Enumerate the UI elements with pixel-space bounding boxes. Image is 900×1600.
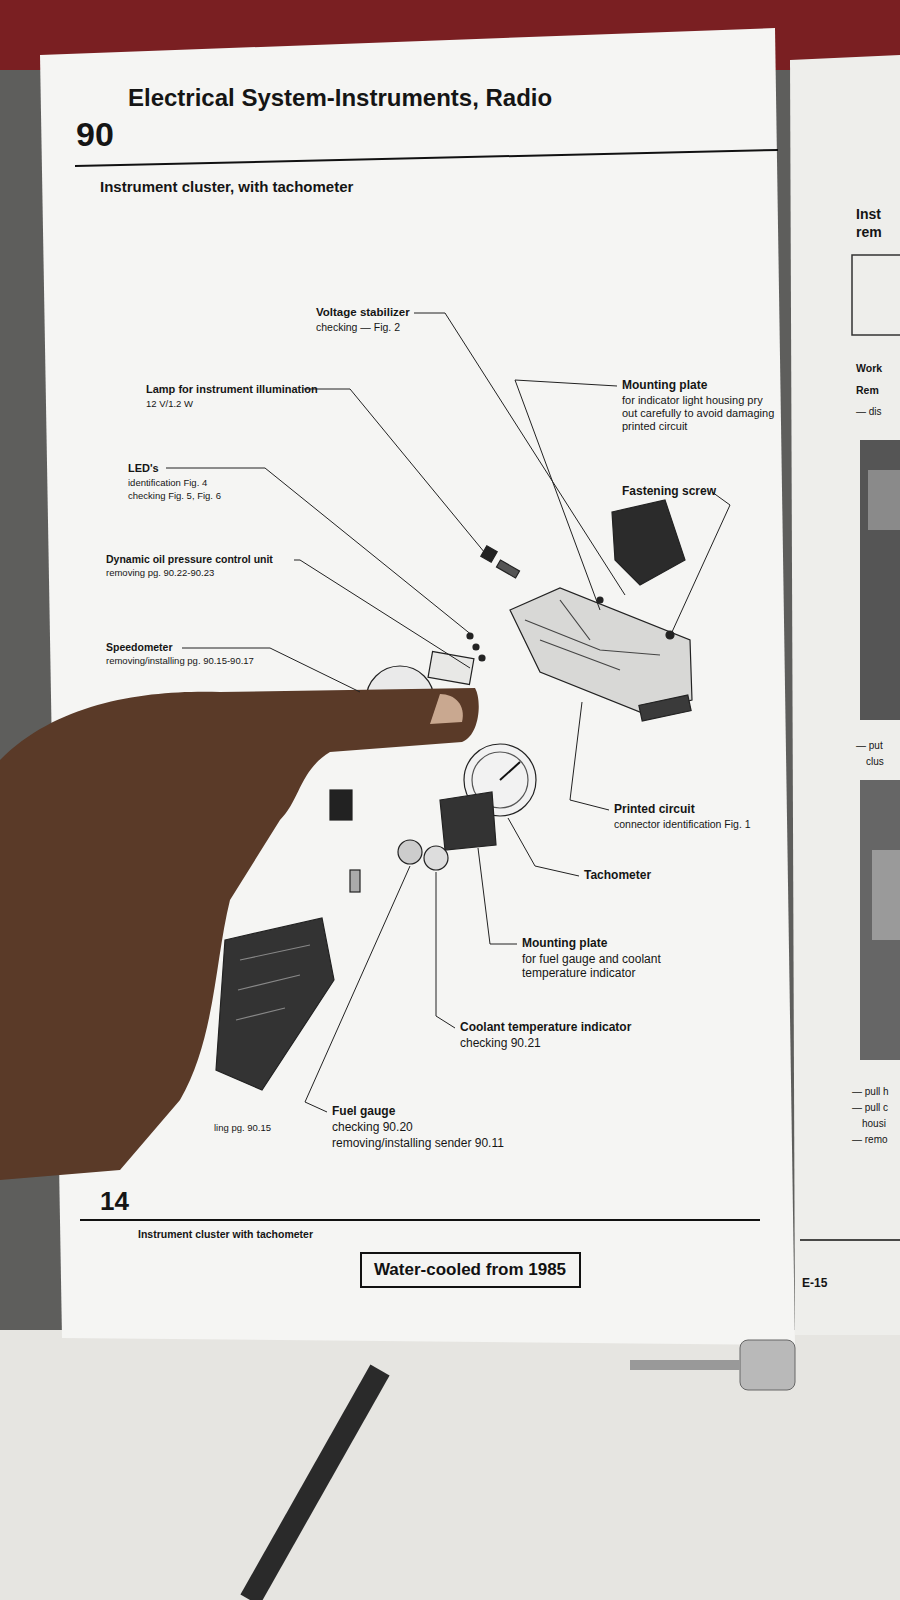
part-label: for fuel gauge and coolant temperature i…: [522, 952, 702, 981]
photo-detail: [868, 470, 900, 530]
photo-block: [860, 780, 900, 1060]
part-label: removing pg. 90.22-90.23: [106, 567, 214, 578]
part-label: checking Fig. 5, Fig. 6: [128, 490, 221, 501]
part-label: — pull c: [852, 1102, 888, 1114]
white-cloth: [0, 1330, 900, 1600]
part-label: for indicator light housing pry out care…: [622, 394, 780, 434]
part-label: 12 V/1.2 W: [146, 398, 193, 409]
part-label: Mounting plate: [622, 378, 707, 392]
photo-block: [860, 440, 900, 720]
part-label: Fuel gauge: [332, 1104, 395, 1118]
part-label: Printed circuit: [614, 802, 695, 816]
fingernail: [430, 694, 463, 724]
wrench: [250, 1340, 795, 1600]
leader-lines: [166, 313, 730, 1112]
page-title: Electrical System-Instruments, Radio: [128, 84, 552, 113]
part-label: Instrument cluster with tachometer: [138, 1228, 313, 1241]
note-box: [852, 255, 900, 335]
part-label: Work: [856, 362, 882, 375]
right-page: [790, 55, 900, 1335]
part-label: Fastening screw: [622, 484, 716, 498]
hand: [0, 688, 479, 1180]
footer-rule: [80, 1219, 760, 1221]
part-label: removing/installing pg. 90.15-90.17: [106, 655, 254, 666]
part-label: housi: [862, 1118, 886, 1130]
part-label: Dynamic oil pressure control unit: [106, 553, 273, 566]
part-label: — put: [856, 740, 883, 752]
part-label: Lamp for instrument illumination: [146, 383, 318, 396]
part-label: — dis: [856, 406, 882, 418]
part-label: connector identification Fig. 1: [614, 818, 751, 831]
part-label: 90: [76, 114, 114, 155]
header-rule: [75, 150, 778, 166]
part-label: Voltage stabilizer: [316, 306, 410, 320]
part-label: Instrument cluster, with tachometer: [100, 178, 353, 196]
part-label: Inst: [856, 206, 881, 223]
part-label: checking — Fig. 2: [316, 321, 400, 334]
part-label: identification Fig. 4: [128, 477, 207, 488]
part-label: ling pg. 90.15: [214, 1122, 271, 1133]
part-label: E-15: [802, 1276, 827, 1290]
part-label: — pull h: [852, 1086, 889, 1098]
footer-box: Water-cooled from 1985: [360, 1252, 581, 1288]
part-label: LED's: [128, 462, 159, 475]
part-label: Tachometer: [584, 868, 651, 882]
part-label: Mounting plate: [522, 936, 607, 950]
part-label: checking 90.21: [460, 1036, 541, 1050]
part-label: removing/installing sender 90.11: [332, 1136, 504, 1150]
part-label: — remo: [852, 1134, 888, 1146]
part-label: 14: [100, 1186, 129, 1217]
footer-rule: [800, 1239, 900, 1241]
box-text: Water-cooled from 1985: [374, 1260, 566, 1280]
part-label: rem: [856, 224, 882, 241]
part-label: Coolant temperature indicator: [460, 1020, 631, 1034]
part-label: Rem: [856, 384, 879, 397]
left-page: [40, 28, 795, 1345]
photo-detail: [872, 850, 900, 940]
part-label: clus: [866, 756, 884, 768]
part-label: Speedometer: [106, 641, 173, 654]
part-label: checking 90.20: [332, 1120, 413, 1134]
